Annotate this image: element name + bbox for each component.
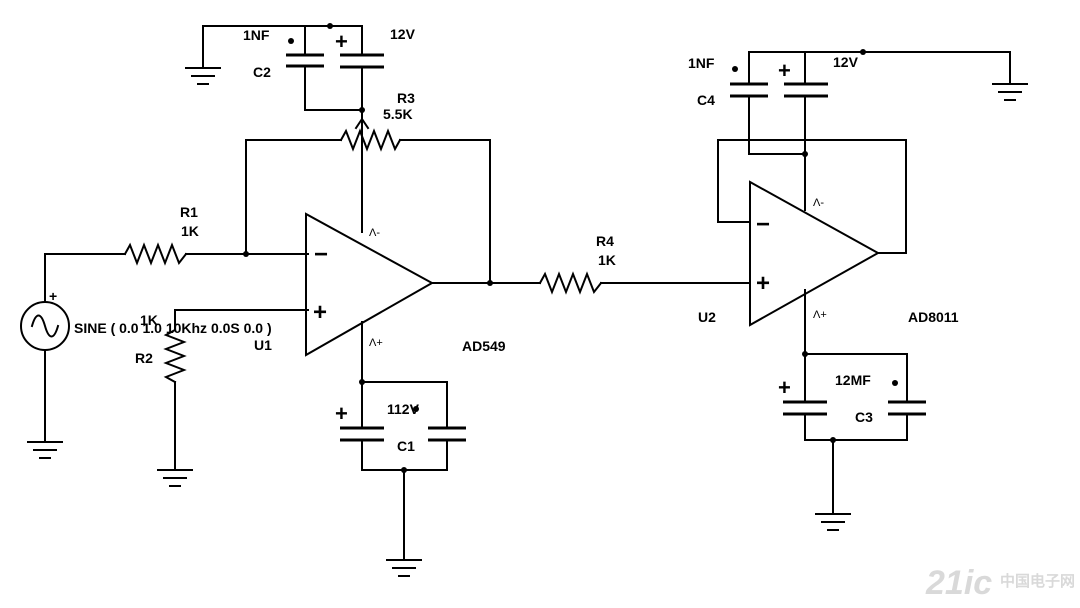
c1-block <box>340 379 466 561</box>
ground-symbol <box>386 559 422 577</box>
u2-vminus: Λ- <box>813 197 824 209</box>
ground-symbol <box>815 513 851 531</box>
r4-value: 1K <box>598 252 616 268</box>
c3-plus: + <box>778 375 791 400</box>
u1-vplus: Λ+ <box>369 337 383 349</box>
ground-symbol <box>27 441 63 459</box>
u2-label: U2 <box>698 309 716 325</box>
right-top-supply-block <box>730 49 1011 211</box>
c1-value: 112V <box>387 401 420 417</box>
r2-value: 1K <box>140 312 158 328</box>
watermark-text: 中国电子网 <box>1000 572 1075 590</box>
u2-vplus: Λ+ <box>813 309 827 321</box>
r2-resistor <box>163 309 309 471</box>
c1-plus: + <box>335 401 348 426</box>
c4-label: C4 <box>697 92 715 108</box>
r1-value: 1K <box>181 223 199 239</box>
r3-label: R3 <box>397 90 415 106</box>
u2-plus: + <box>756 270 770 297</box>
u1-opamp <box>305 212 541 383</box>
u1-label: U1 <box>254 337 272 353</box>
u2-minus: − <box>756 211 770 238</box>
supply-voltage-top-right: 12V <box>833 54 859 70</box>
source-plus: + <box>49 288 57 304</box>
c-plus-sign: + <box>335 29 348 54</box>
c2-label: C2 <box>253 64 271 80</box>
supply-voltage-top-left: 12V <box>390 26 416 42</box>
c4-value: 1NF <box>688 55 715 71</box>
r1-resistor <box>44 242 309 266</box>
ground-symbol <box>157 469 193 487</box>
r4-label: R4 <box>596 233 614 249</box>
c3-block <box>783 351 926 515</box>
r3-value: 5.5K <box>383 106 413 122</box>
c1-label: C1 <box>397 438 415 454</box>
r2-label: R2 <box>135 350 153 366</box>
c3-polarity-dot <box>892 380 898 386</box>
r3-resistor <box>245 117 491 284</box>
u2-part: AD8011 <box>908 309 959 325</box>
ground-symbol <box>185 67 221 85</box>
c2-polarity-dot <box>288 38 294 44</box>
r4-resistor <box>538 271 751 295</box>
ground-symbol <box>992 83 1028 101</box>
r1-label: R1 <box>180 204 198 220</box>
c3-value: 12MF <box>835 372 871 388</box>
source-label: SINE ( 0.0 1.0 10Khz 0.0S 0.0 ) <box>74 320 272 336</box>
c4-plus: + <box>778 58 791 83</box>
u1-plus: + <box>313 299 327 326</box>
c4-polarity-dot <box>732 66 738 72</box>
c2-value: 1NF <box>243 27 270 43</box>
c1-polarity-dot <box>413 406 419 412</box>
u1-part: AD549 <box>462 338 506 354</box>
c3-label: C3 <box>855 409 873 425</box>
u2-opamp <box>717 139 907 355</box>
watermark: 21ic 中国电子网 <box>925 564 1075 602</box>
sine-source <box>20 253 70 443</box>
left-top-supply-block <box>202 23 384 137</box>
u1-vminus: Λ- <box>369 227 380 239</box>
watermark-logo: 21ic <box>925 564 992 602</box>
u1-minus: − <box>314 241 328 268</box>
